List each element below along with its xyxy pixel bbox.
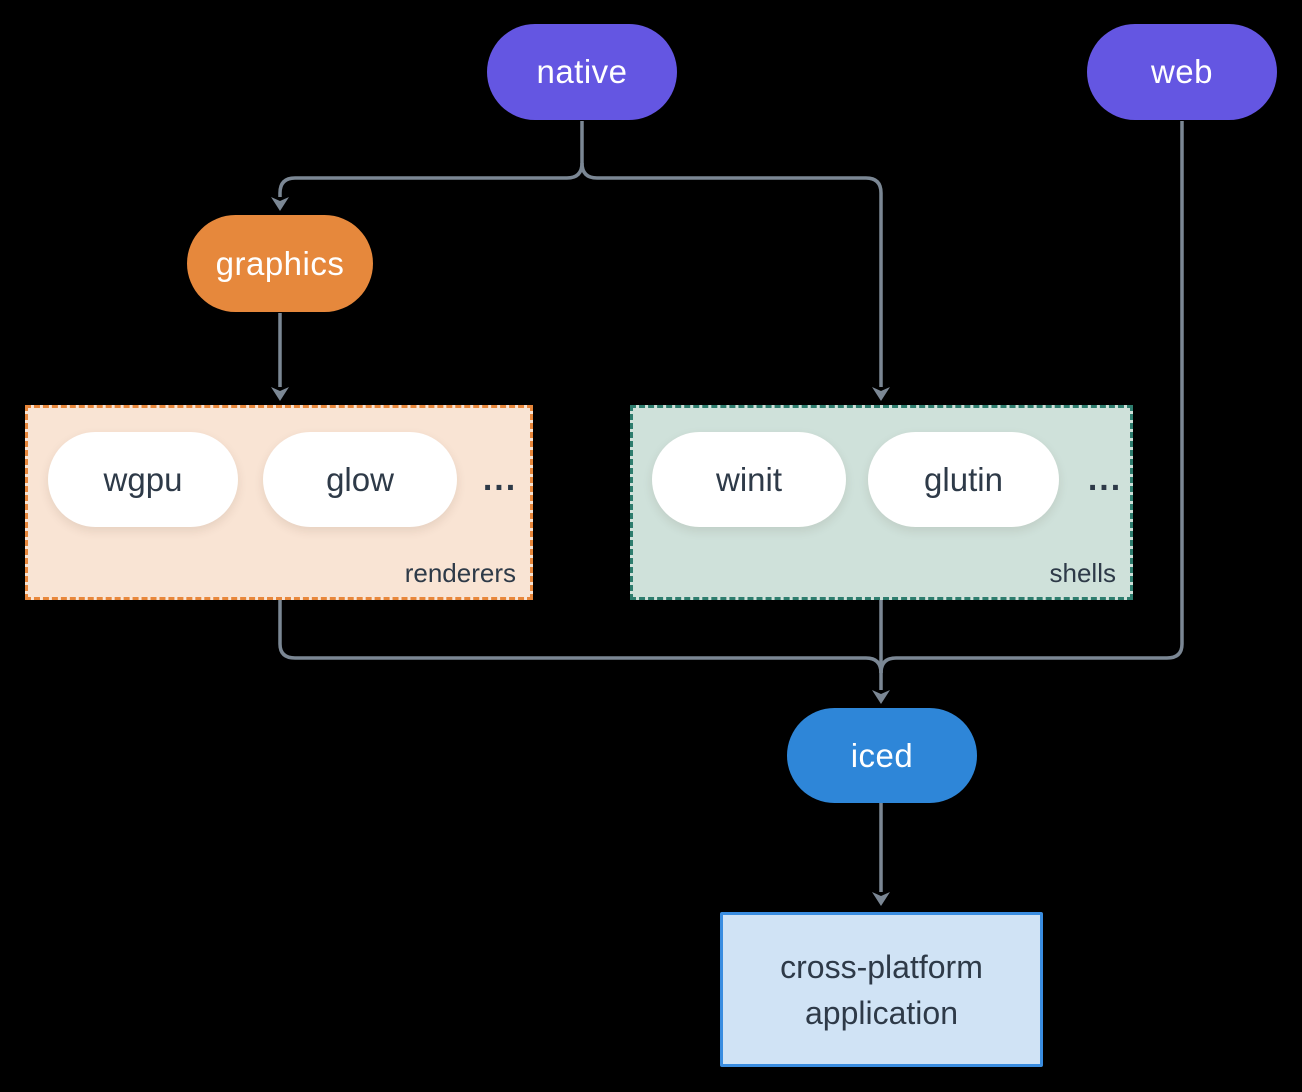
arrowhead-iced: [872, 690, 890, 704]
node-winit: winit: [652, 432, 846, 527]
node-cross-platform-application: cross-platform application: [720, 912, 1043, 1067]
edge-native-graphics: [278, 162, 584, 197]
renderers-group-label: renderers: [404, 558, 516, 588]
node-graphics-label: graphics: [215, 244, 345, 282]
renderers-ellipsis: ...: [482, 460, 518, 498]
node-glow: glow: [263, 432, 457, 527]
arrowhead-application: [872, 892, 890, 906]
node-winit-label: winit: [715, 460, 783, 498]
group-shells: winit glutin ... shells: [630, 405, 1133, 600]
node-graphics: graphics: [187, 215, 373, 312]
node-wgpu: wgpu: [48, 432, 238, 527]
node-native: native: [487, 24, 677, 120]
arrowhead-shells: [872, 387, 890, 401]
node-web: web: [1087, 24, 1277, 120]
arrowhead-renderers: [271, 387, 289, 401]
node-iced: iced: [787, 708, 977, 803]
node-web-label: web: [1150, 53, 1214, 90]
group-renderers: wgpu glow ... renderers: [25, 405, 533, 600]
node-glutin: glutin: [868, 432, 1059, 527]
edge-native-shells: [580, 162, 883, 387]
node-wgpu-label: wgpu: [103, 460, 183, 498]
edge-renderers-iced: [278, 600, 883, 674]
arrowhead-graphics: [271, 197, 289, 211]
application-label: cross-platform application: [780, 944, 983, 1036]
application-label-line1: cross-platform: [780, 948, 983, 985]
application-label-line2: application: [804, 994, 958, 1031]
node-iced-label: iced: [850, 736, 914, 774]
node-glutin-label: glutin: [924, 460, 1003, 498]
node-native-label: native: [536, 53, 628, 90]
node-glow-label: glow: [326, 460, 394, 498]
shells-group-label: shells: [1049, 558, 1116, 588]
shells-ellipsis: ...: [1087, 460, 1123, 498]
